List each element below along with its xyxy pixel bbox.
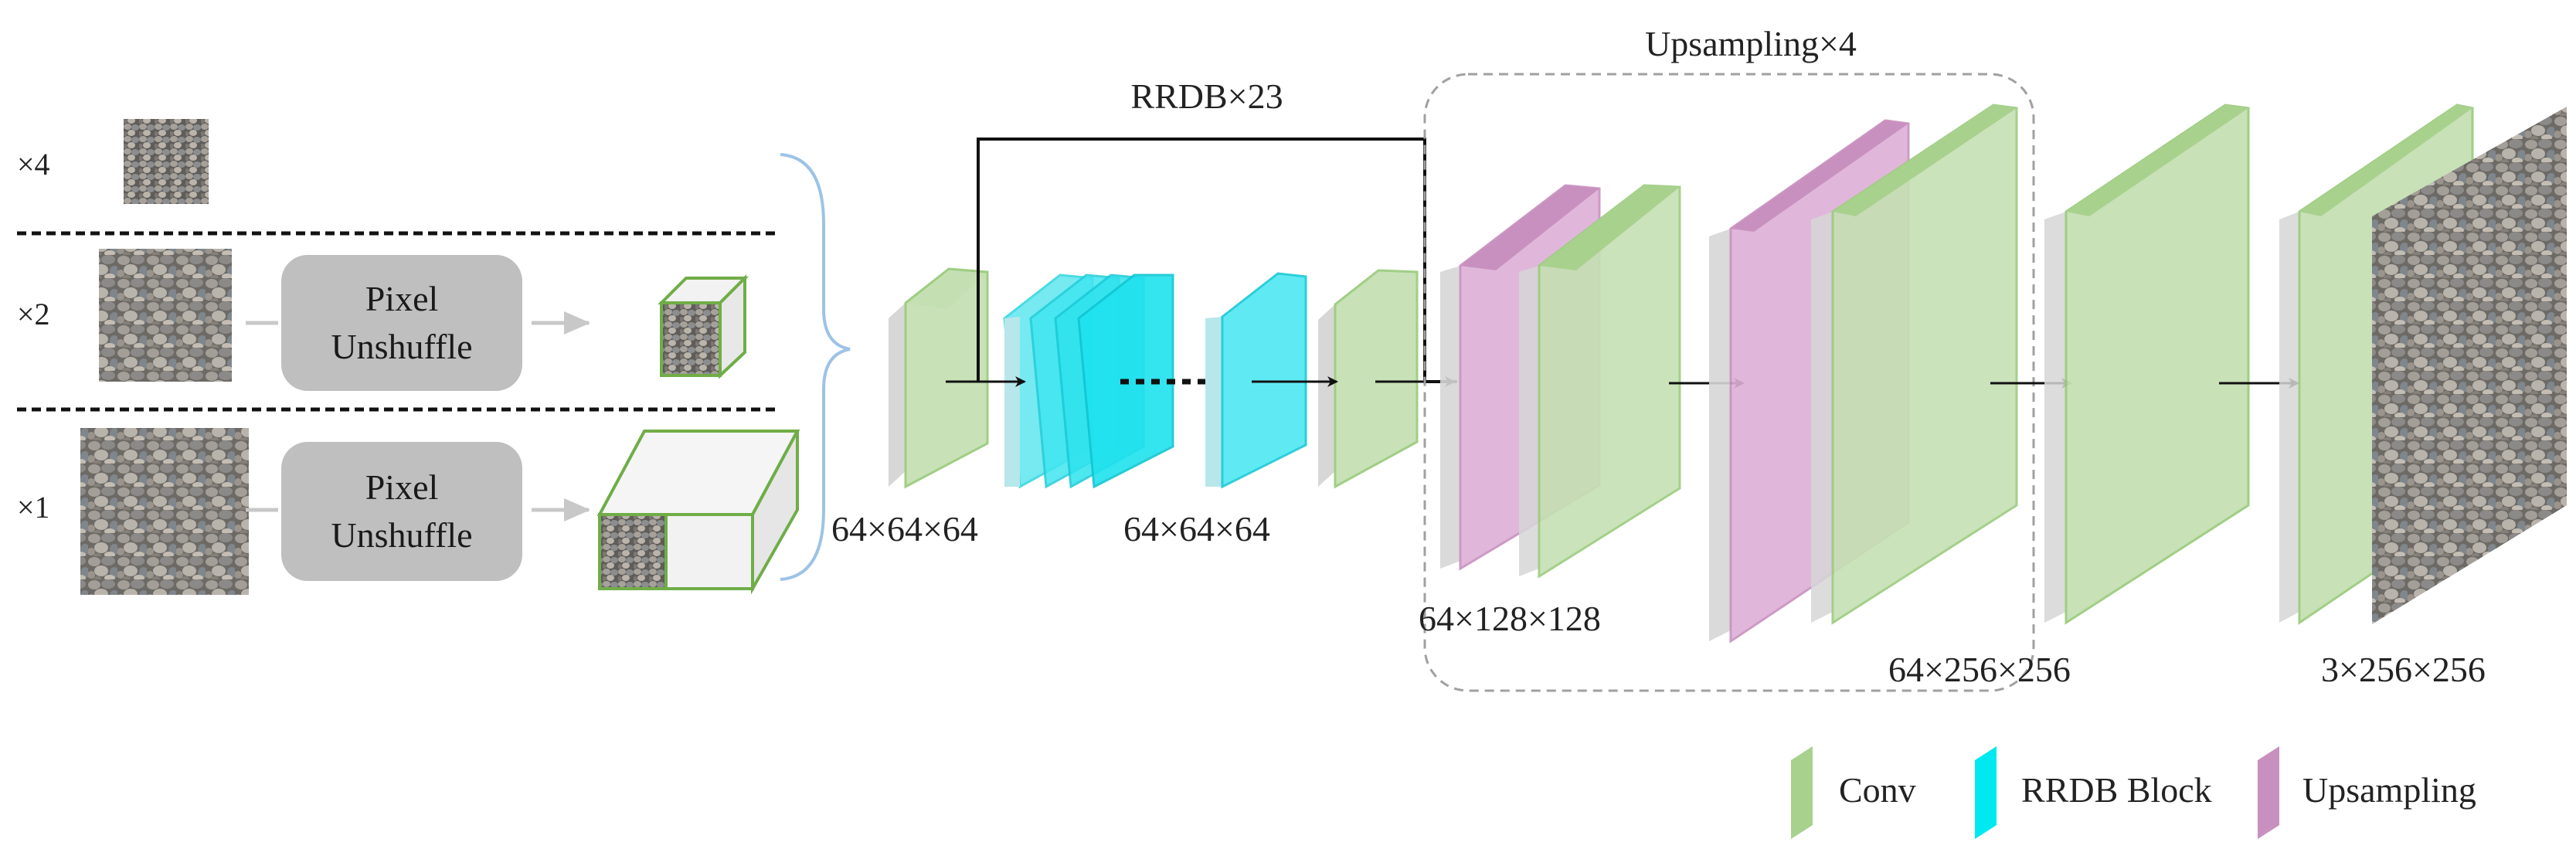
legend-swatch bbox=[1975, 746, 1997, 839]
legend: Conv RRDB Block Upsampling bbox=[1791, 746, 2476, 839]
skip-label: RRDB×23 bbox=[1130, 76, 1283, 116]
legend-label: RRDB Block bbox=[2021, 770, 2212, 810]
legend-swatch bbox=[1791, 746, 1813, 839]
legend-item-rrdb: RRDB Block bbox=[1975, 746, 2212, 839]
feature-cube-long bbox=[596, 430, 800, 595]
rrdb-block bbox=[1205, 272, 1307, 489]
dim-up1: 64×128×128 bbox=[1419, 599, 1601, 638]
conv-layer bbox=[1519, 184, 1681, 579]
dim-up2: 64×256×256 bbox=[1888, 650, 2071, 689]
legend-label: Upsampling bbox=[2302, 770, 2476, 810]
legend-item-upsampling: Upsampling bbox=[2258, 746, 2476, 839]
pixel-unshuffle-line2: Unshuffle bbox=[331, 515, 472, 555]
conv-layer bbox=[889, 267, 989, 489]
legend-item-conv: Conv bbox=[1791, 746, 1916, 839]
output-image bbox=[2372, 107, 2567, 624]
upsampling-group: Upsampling×4 64×128×128 64×256×256 bbox=[1419, 24, 2072, 692]
conv-layer bbox=[2044, 104, 2250, 625]
pixel-unshuffle-line1: Pixel bbox=[365, 279, 439, 318]
dim-conv-in: 64×64×64 bbox=[831, 509, 978, 549]
pixel-unshuffle-box bbox=[281, 255, 522, 391]
legend-label: Conv bbox=[1839, 770, 1916, 810]
conv-layer bbox=[1811, 104, 2018, 625]
input-image-x2 bbox=[99, 249, 232, 382]
input-image-x1 bbox=[80, 428, 249, 595]
tail: 3×256×256 bbox=[2044, 104, 2567, 689]
dim-output: 3×256×256 bbox=[2321, 650, 2486, 689]
pixel-unshuffle-line1: Pixel bbox=[365, 467, 439, 507]
conv-layer bbox=[1318, 269, 1419, 489]
skip-connection bbox=[977, 138, 1457, 383]
pixel-unshuffle-line2: Unshuffle bbox=[331, 327, 472, 366]
upsampling-group-label: Upsampling×4 bbox=[1645, 24, 1857, 63]
scale-label-x4: ×4 bbox=[17, 147, 50, 182]
brace bbox=[780, 153, 851, 581]
input-scales: ×4 ×2 Pixel Unshuffle ×1 Pixel Unshuffle bbox=[17, 119, 851, 595]
pixel-unshuffle-box bbox=[281, 442, 522, 581]
scale-label-x2: ×2 bbox=[17, 297, 50, 331]
trunk: RRDB×23 64×64×64 64×64×64 bbox=[831, 76, 1457, 549]
legend-swatch bbox=[2258, 746, 2279, 839]
feature-cube-small bbox=[658, 274, 749, 379]
input-image-x4 bbox=[124, 119, 209, 204]
scale-label-x1: ×1 bbox=[17, 490, 50, 525]
dim-rrdb-out: 64×64×64 bbox=[1123, 509, 1270, 549]
rrdb-stack bbox=[1003, 273, 1174, 489]
